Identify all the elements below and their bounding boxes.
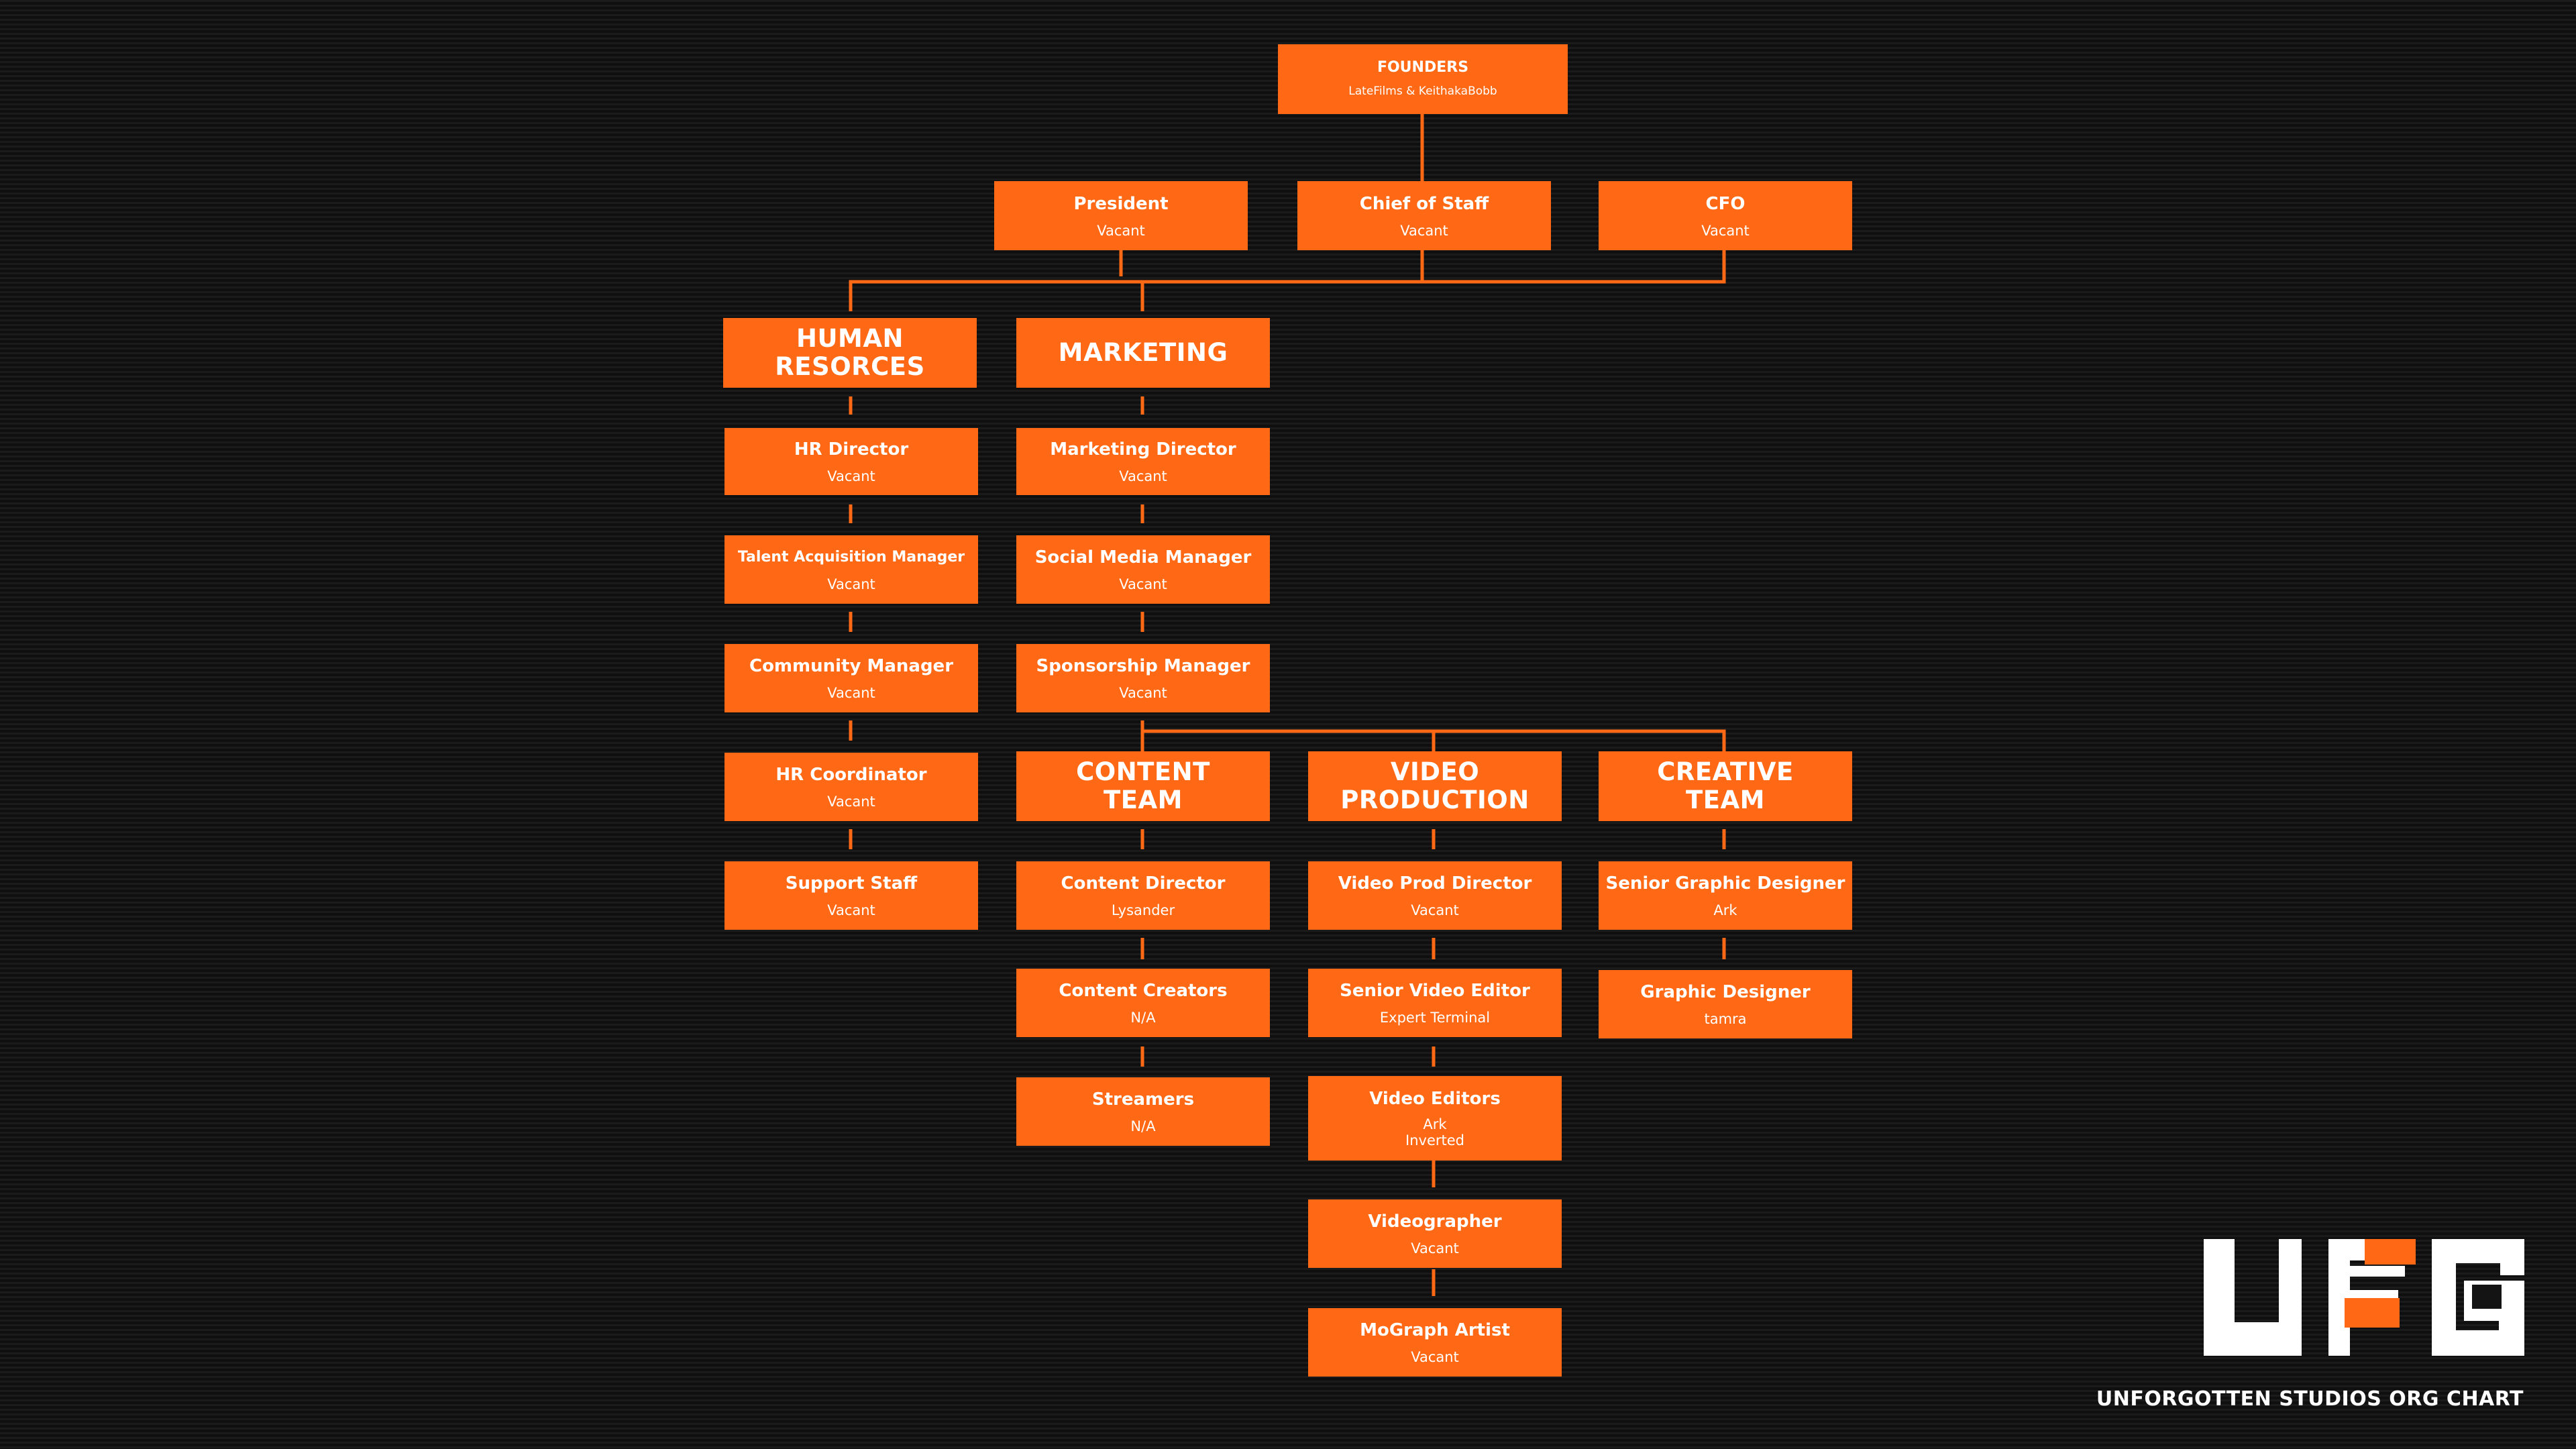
role-title: Community Manager — [749, 656, 954, 676]
video-production-header-label: VIDEO PRODUCTION — [1340, 757, 1529, 814]
content-role-box: Content Director Lysander — [1016, 861, 1270, 930]
hr-role-box: Support Staff Vacant — [724, 861, 978, 930]
role-holder: Vacant — [1119, 685, 1167, 701]
marketing-role-box: Social Media Manager Vacant — [1016, 535, 1270, 604]
hr-role-box: Talent Acquisition Manager Vacant — [724, 535, 978, 604]
content-role-box: Streamers N/A — [1016, 1077, 1270, 1146]
role-holder: Vacant — [1119, 576, 1167, 592]
hr-role-box: HR Director Vacant — [724, 428, 978, 495]
role-holder: Ark — [1713, 902, 1737, 918]
cfo-box: CFO Vacant — [1599, 181, 1852, 250]
role-title: HR Director — [794, 439, 909, 460]
president-box: President Vacant — [994, 181, 1248, 250]
connector-teams-bus — [1142, 729, 1726, 751]
founders-title: FOUNDERS — [1377, 59, 1469, 76]
role-title: Graphic Designer — [1640, 982, 1811, 1002]
hr-header: HUMAN RESORCES — [723, 318, 977, 388]
role-title: Video Editors — [1369, 1089, 1501, 1109]
role-title: Content Creators — [1059, 981, 1228, 1001]
video-role-box: Video Editors Ark Inverted — [1308, 1076, 1562, 1161]
role-holder: N/A — [1130, 1010, 1156, 1026]
role-title: Social Media Manager — [1034, 547, 1252, 568]
cfo-title: CFO — [1705, 193, 1746, 214]
video-role-box: Senior Video Editor Expert Terminal — [1308, 969, 1562, 1037]
role-title: Content Director — [1061, 873, 1226, 894]
role-holder: tamra — [1704, 1011, 1747, 1027]
role-title: Senior Video Editor — [1340, 981, 1530, 1001]
role-title: Sponsorship Manager — [1036, 656, 1250, 676]
role-holder: Vacant — [1411, 1349, 1459, 1365]
video-role-box: MoGraph Artist Vacant — [1308, 1308, 1562, 1377]
role-title: Videographer — [1368, 1212, 1502, 1232]
content-team-header-label: CONTENT TEAM — [1076, 757, 1210, 814]
chief-of-staff-title: Chief of Staff — [1359, 193, 1489, 214]
founders-names: LateFilms & KeithakaBobb — [1348, 85, 1497, 98]
role-holder: Vacant — [827, 468, 875, 484]
role-holder: Vacant — [1119, 468, 1167, 484]
marketing-header: MARKETING — [1016, 318, 1270, 388]
role-holder: Vacant — [1411, 902, 1459, 918]
footer-title: UNFORGOTTEN STUDIOS ORG CHART — [2096, 1387, 2524, 1411]
creative-team-header: CREATIVE TEAM — [1599, 751, 1852, 821]
chief-of-staff-box: Chief of Staff Vacant — [1297, 181, 1551, 250]
creative-team-header-label: CREATIVE TEAM — [1657, 757, 1794, 814]
chief-of-staff-name: Vacant — [1400, 222, 1448, 239]
marketing-role-box: Sponsorship Manager Vacant — [1016, 644, 1270, 712]
ufg-logo-icon — [2204, 1239, 2524, 1356]
hr-role-box: Community Manager Vacant — [724, 644, 978, 712]
role-title: Streamers — [1091, 1089, 1195, 1110]
marketing-header-label: MARKETING — [1058, 338, 1228, 367]
content-role-box: Content Creators N/A — [1016, 969, 1270, 1037]
president-name: Vacant — [1097, 222, 1145, 239]
creative-role-box: Graphic Designer tamra — [1599, 970, 1852, 1038]
founders-box: FOUNDERS LateFilms & KeithakaBobb — [1278, 44, 1568, 114]
video-role-box: Videographer Vacant — [1308, 1199, 1562, 1268]
president-title: President — [1073, 193, 1169, 214]
video-role-box: Video Prod Director Vacant — [1308, 861, 1562, 930]
connector-exec-bus — [849, 250, 1726, 311]
role-holder: Vacant — [827, 902, 875, 918]
role-title: MoGraph Artist — [1360, 1320, 1510, 1340]
content-team-header: CONTENT TEAM — [1016, 751, 1270, 821]
role-holder: Lysander — [1111, 902, 1175, 918]
hr-role-box: HR Coordinator Vacant — [724, 753, 978, 821]
role-holder: Vacant — [1411, 1240, 1459, 1256]
video-production-header: VIDEO PRODUCTION — [1308, 751, 1562, 821]
cfo-name: Vacant — [1701, 222, 1750, 239]
role-title: HR Coordinator — [775, 765, 927, 785]
role-title: Marketing Director — [1050, 439, 1236, 460]
role-holder: Expert Terminal — [1379, 1010, 1491, 1026]
role-holder: N/A — [1130, 1118, 1156, 1134]
creative-role-box: Senior Graphic Designer Ark — [1599, 861, 1852, 930]
role-holder: Vacant — [827, 576, 875, 592]
marketing-role-box: Marketing Director Vacant — [1016, 428, 1270, 495]
role-title: Video Prod Director — [1338, 873, 1532, 894]
hr-header-label: HUMAN RESORCES — [775, 324, 925, 381]
role-title: Support Staff — [785, 873, 918, 894]
role-title: Talent Acquisition Manager — [737, 549, 965, 566]
role-holder: Vacant — [827, 685, 875, 701]
role-title: Senior Graphic Designer — [1605, 873, 1845, 894]
role-holder: Vacant — [827, 794, 875, 810]
role-holder: Ark Inverted — [1405, 1116, 1464, 1148]
